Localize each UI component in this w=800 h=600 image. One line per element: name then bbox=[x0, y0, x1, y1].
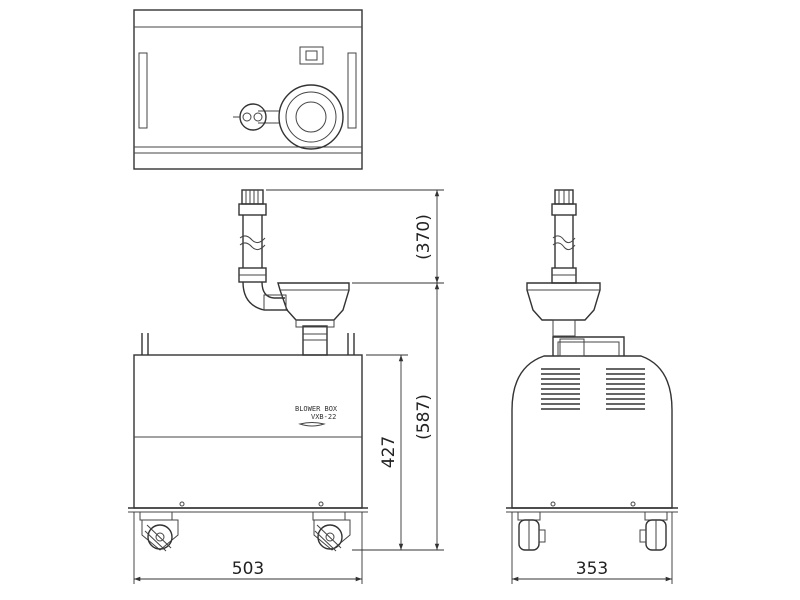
top-view bbox=[133, 9, 363, 170]
side-right-vent-icon bbox=[606, 368, 645, 410]
brand-logo-icon bbox=[298, 422, 326, 427]
dimension-pipe-height-label: (370) bbox=[414, 214, 434, 260]
front-right-handle bbox=[347, 333, 355, 355]
blower-housing bbox=[277, 282, 350, 328]
side-right-caster bbox=[639, 511, 668, 551]
right-handle-slot bbox=[347, 52, 357, 129]
elbow-coupling-top-icon bbox=[233, 103, 267, 131]
top-view-outline bbox=[133, 9, 363, 170]
dimension-body-height: 427 bbox=[352, 354, 408, 551]
side-left-vent-icon bbox=[541, 368, 580, 410]
front-left-caster bbox=[139, 511, 179, 552]
dimension-overall-height: (587) bbox=[352, 282, 444, 551]
side-body-outline bbox=[511, 355, 673, 509]
front-left-handle bbox=[141, 333, 149, 355]
dimension-overall-height-label: (587) bbox=[414, 394, 434, 440]
base-screw-right bbox=[318, 501, 324, 507]
nameplate-line2: VXB-22 bbox=[311, 413, 336, 421]
dimension-overall-depth: 353 bbox=[511, 512, 673, 584]
side-blower-housing bbox=[526, 282, 601, 337]
left-handle-slot bbox=[138, 52, 148, 129]
dimension-overall-depth-label: 353 bbox=[576, 559, 608, 579]
side-left-caster bbox=[517, 511, 546, 551]
nameplate-line1: BLOWER BOX bbox=[295, 405, 338, 413]
front-body-outline bbox=[133, 354, 363, 509]
side-view bbox=[506, 189, 678, 551]
side-vertical-pipe bbox=[551, 189, 577, 284]
dimension-overall-width: 503 bbox=[133, 512, 363, 584]
nameplate: BLOWER BOX VXB-22 bbox=[295, 405, 338, 427]
blower-neck bbox=[302, 325, 328, 356]
base-screw-left bbox=[179, 501, 185, 507]
dimension-body-height-label: 427 bbox=[379, 436, 399, 468]
power-switch-icon bbox=[299, 46, 324, 65]
dimension-overall-width-label: 503 bbox=[232, 559, 264, 579]
blower-outlet-top-icon bbox=[258, 84, 344, 150]
front-right-caster bbox=[312, 511, 351, 552]
front-view: BLOWER BOX VXB-22 bbox=[128, 189, 368, 552]
vertical-pipe bbox=[238, 189, 267, 283]
elbow-pipe bbox=[242, 281, 288, 311]
dimension-pipe-height: (370) bbox=[266, 189, 444, 283]
side-handle bbox=[552, 336, 625, 357]
